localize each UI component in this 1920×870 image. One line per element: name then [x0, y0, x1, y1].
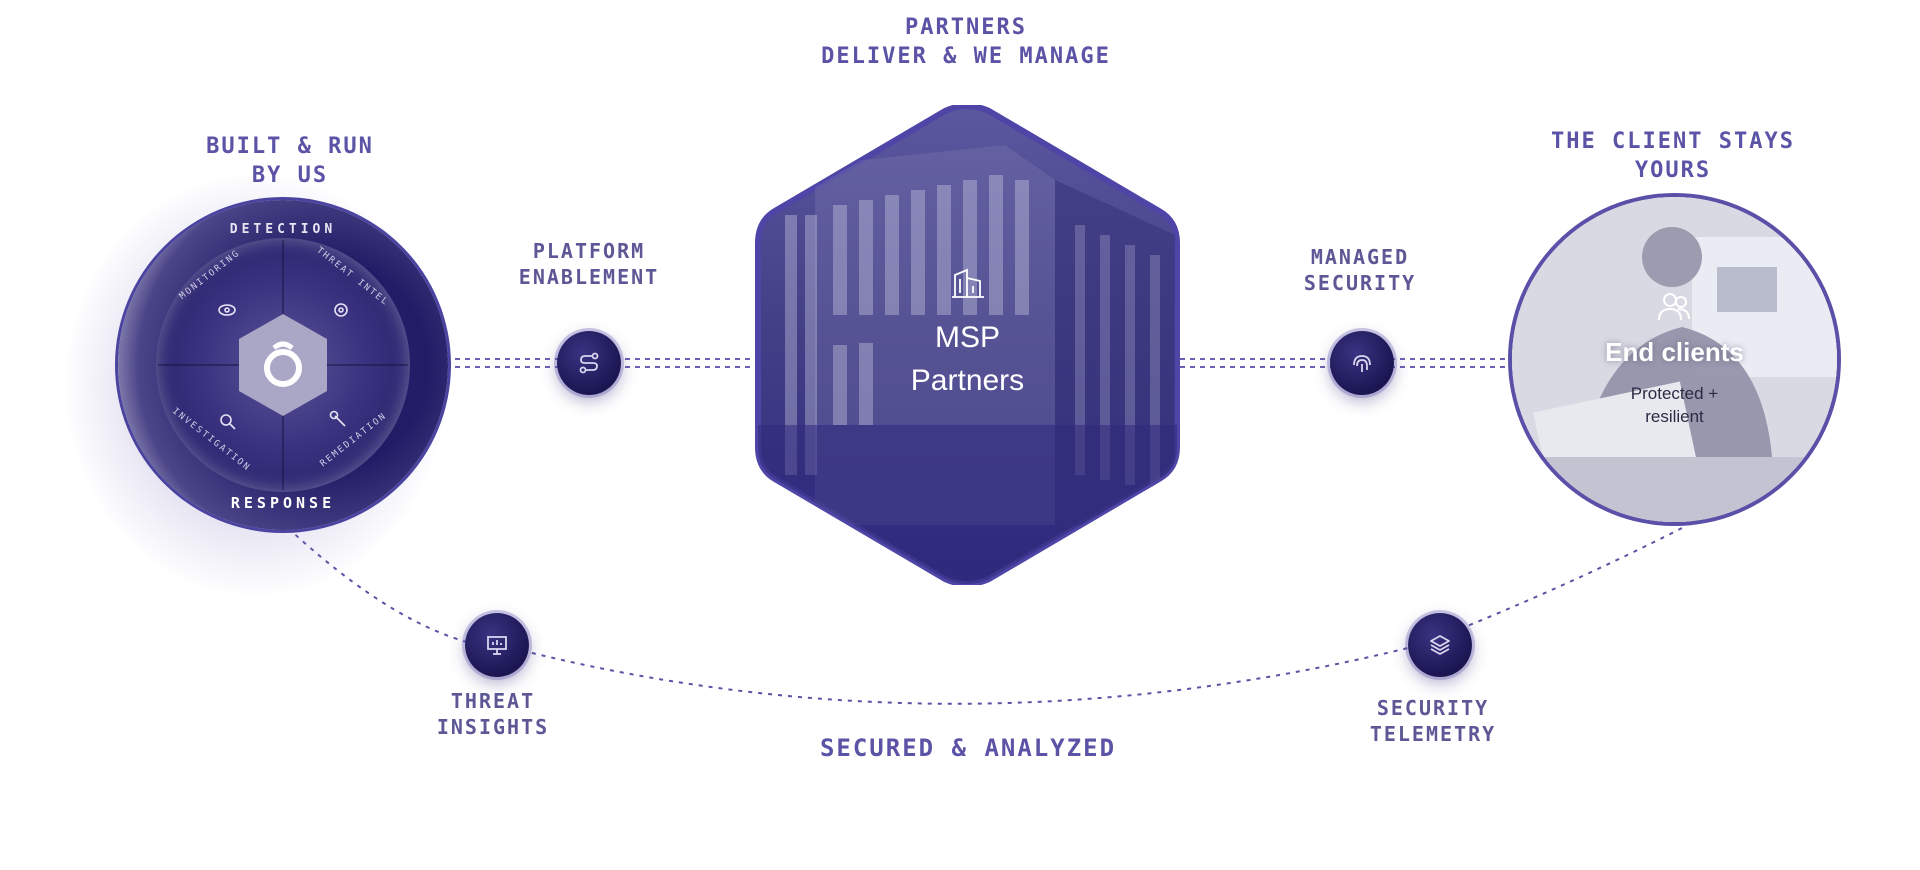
managed-security-chip[interactable] — [1330, 331, 1394, 395]
msp-title-line1: MSP — [934, 321, 1000, 354]
presentation-chart-icon — [487, 636, 507, 655]
building-facade — [758, 145, 1177, 584]
platform-enablement-chip[interactable] — [557, 331, 621, 395]
caption-platform-line2: ENABLEMENT — [518, 265, 660, 289]
caption-center-top-line1: PARTNERS — [905, 15, 1027, 40]
caption-right-top: THE CLIENT STAYS YOURS — [1551, 128, 1795, 185]
fingerprint-icon — [1353, 355, 1371, 372]
caption-threat-insights-line2: INSIGHTS — [436, 715, 550, 739]
hexagon-shape — [755, 105, 1180, 585]
caption-managed-line1: MANAGED — [1310, 245, 1410, 269]
detection-response-wheel: DETECTION RESPONSE MONITORING THREAT INT… — [118, 200, 448, 530]
caption-right-top-line1: THE CLIENT STAYS — [1551, 129, 1795, 154]
wheel-label-response: RESPONSE — [230, 494, 336, 512]
caption-center-top: PARTNERS DELIVER & WE MANAGE — [821, 14, 1111, 71]
caption-managed: MANAGED SECURITY — [1304, 244, 1416, 296]
client-photo-scene — [1512, 197, 1837, 522]
client-subtitle-line1: Protected + — [1630, 384, 1719, 403]
layers-icon — [1430, 635, 1450, 655]
caption-security-telemetry-line1: SECURITY — [1376, 696, 1490, 720]
caption-platform: PLATFORM ENABLEMENT — [519, 238, 659, 290]
caption-threat-insights-line1: THREAT — [450, 689, 536, 713]
msp-partners-hexagon: MSP Partners — [755, 105, 1180, 585]
wheel-segment-icons — [218, 303, 348, 430]
eye-icon — [218, 304, 236, 316]
client-title: End clients — [1605, 337, 1744, 367]
brand-logo-icon — [239, 314, 327, 416]
users-icon — [1658, 293, 1690, 321]
caption-center-top-line2: DELIVER & WE MANAGE — [821, 43, 1111, 69]
caption-threat-insights: THREAT INSIGHTS — [437, 688, 549, 740]
end-clients-circle: End clients Protected + resilient — [1512, 197, 1837, 522]
client-subtitle-line2: resilient — [1645, 406, 1704, 426]
building-icon — [951, 268, 984, 298]
route-icon — [579, 352, 599, 374]
wrench-icon — [329, 410, 346, 427]
security-telemetry-chip[interactable] — [1408, 613, 1472, 677]
caption-bottom: SECURED & ANALYZED — [819, 734, 1117, 762]
caption-right-top-line2: YOURS — [1634, 157, 1712, 183]
caption-security-telemetry-line2: TELEMETRY — [1369, 722, 1497, 746]
caption-left-top-line1: BUILT & RUN — [206, 134, 374, 159]
radar-icon — [334, 303, 348, 317]
wheel-label-detection: DETECTION — [229, 222, 337, 237]
threat-insights-chip[interactable] — [465, 613, 529, 677]
caption-platform-line1: PLATFORM — [532, 239, 646, 263]
magnifier-icon — [220, 414, 236, 430]
caption-managed-line2: SECURITY — [1303, 271, 1417, 295]
client-subtitle: Protected + resilient — [1512, 383, 1837, 429]
caption-security-telemetry: SECURITY TELEMETRY — [1370, 695, 1496, 747]
msp-title-line2: Partners — [910, 364, 1025, 397]
